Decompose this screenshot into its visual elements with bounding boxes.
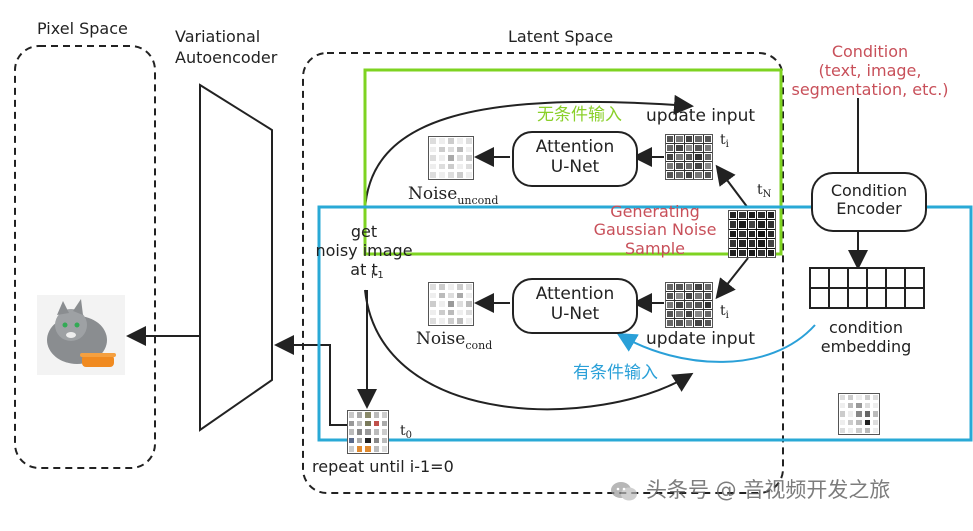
embedding-grid — [809, 267, 925, 309]
vae-trapezoid — [199, 83, 273, 432]
noise-cond-label: Noisecond — [416, 329, 493, 352]
watermark-text: 头条号 @ 音视频开发之旅 — [646, 478, 891, 502]
update-input-top-label: update input — [646, 106, 756, 126]
generating-noise-label: Generating Gaussian Noise Sample — [593, 202, 717, 258]
uncond-input-cn-label: 无条件输入 — [537, 105, 622, 125]
attention-unet-top: Attention U-Net — [512, 131, 638, 187]
vae-title: Variational Autoencoder — [175, 27, 278, 67]
t-i-top-label: ti — [720, 132, 729, 150]
arrow-embedding-to-update — [616, 324, 816, 363]
cond-input-cn-label: 有条件输入 — [573, 363, 658, 383]
t-n-label: tN — [757, 182, 772, 200]
noise-uncond-grid — [428, 136, 474, 180]
get-noisy-sub: i-1 — [371, 270, 384, 281]
attention-unet-bottom: Attention U-Net — [512, 278, 638, 334]
condition-small-grid — [838, 393, 880, 435]
arrow-tn-to-bottom — [715, 257, 749, 300]
latent-tn-grid — [728, 210, 776, 258]
pixel-space-title: Pixel Space — [37, 19, 128, 38]
arrow-tn-to-top — [715, 164, 749, 209]
t-i-bottom-label: ti — [720, 303, 729, 321]
attention-unet-top-label: Attention U-Net — [535, 137, 615, 177]
pixel-space-region — [14, 45, 156, 469]
latent-ti-top-grid — [665, 134, 713, 180]
noise-cond-grid — [428, 282, 474, 326]
loop-bottom-arc — [364, 289, 694, 411]
latent-space-region — [302, 52, 784, 494]
update-input-bottom-label: update input — [646, 329, 756, 349]
uncond-branch-box — [363, 68, 783, 256]
condition-encoder: Condition Encoder — [811, 172, 927, 232]
latent-t0-grid — [347, 410, 389, 454]
latent-ti-bottom-grid — [665, 282, 713, 328]
condition-encoder-label: Condition Encoder — [830, 181, 908, 219]
loop-top-arc — [364, 94, 694, 211]
condition-embedding-label: condition embedding — [820, 318, 912, 357]
cat-photo — [37, 295, 125, 375]
arrow-t0-to-vae — [274, 335, 350, 426]
t-0-label: t0 — [400, 423, 413, 441]
cond-branch-box — [317, 205, 973, 442]
condition-title: Condition (text, image, segmentation, et… — [791, 42, 949, 100]
attention-unet-bottom-label: Attention U-Net — [535, 284, 615, 324]
noise-uncond-label: Noiseuncond — [408, 184, 499, 207]
repeat-until-label: repeat until i-1=0 — [312, 457, 454, 476]
wechat-logo — [610, 480, 638, 502]
get-noisy-label: get noisy image at t — [315, 222, 413, 280]
latent-space-title: Latent Space — [508, 27, 614, 46]
